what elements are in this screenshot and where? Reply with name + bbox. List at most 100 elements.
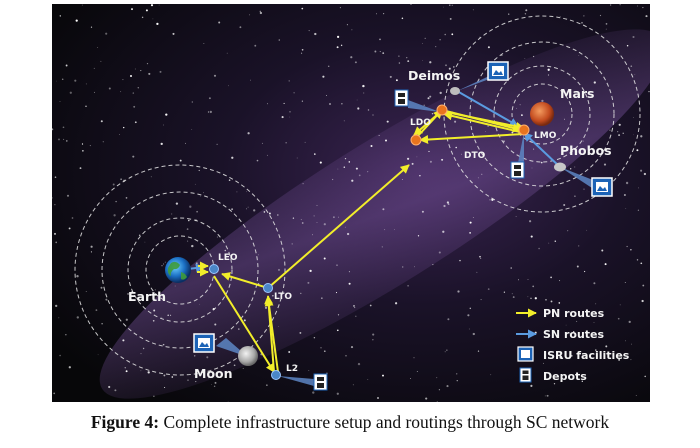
star bbox=[601, 249, 604, 252]
star bbox=[238, 328, 240, 330]
star bbox=[247, 132, 250, 135]
star bbox=[586, 229, 588, 231]
star bbox=[94, 91, 96, 93]
star bbox=[293, 92, 295, 94]
star bbox=[530, 384, 533, 387]
mars-orbits bbox=[443, 15, 641, 213]
star bbox=[510, 267, 512, 269]
star bbox=[51, 197, 53, 199]
star bbox=[246, 208, 247, 210]
star bbox=[350, 346, 354, 349]
star bbox=[214, 381, 217, 384]
star bbox=[203, 43, 205, 44]
star bbox=[336, 46, 339, 49]
star bbox=[583, 15, 585, 17]
star bbox=[53, 392, 56, 395]
star bbox=[501, 55, 503, 56]
star bbox=[376, 13, 377, 15]
star bbox=[68, 366, 71, 369]
star bbox=[161, 265, 163, 267]
star bbox=[355, 315, 357, 317]
star bbox=[69, 91, 72, 94]
star bbox=[153, 395, 155, 397]
star bbox=[266, 384, 268, 386]
legend-depots: Depots bbox=[543, 370, 587, 383]
star bbox=[543, 362, 545, 364]
star bbox=[378, 135, 380, 136]
star bbox=[422, 60, 423, 62]
star bbox=[191, 101, 193, 103]
star bbox=[289, 110, 291, 113]
star bbox=[171, 376, 174, 378]
star bbox=[626, 44, 629, 47]
star bbox=[122, 339, 125, 342]
star bbox=[115, 200, 117, 203]
star bbox=[377, 397, 379, 399]
lto-label: LTO bbox=[274, 292, 292, 302]
star bbox=[101, 323, 103, 325]
star bbox=[301, 48, 304, 51]
star bbox=[472, 217, 474, 218]
star bbox=[343, 120, 345, 122]
phobos-body bbox=[554, 162, 566, 172]
star bbox=[508, 13, 510, 15]
star bbox=[266, 103, 269, 105]
phobos-label: Phobos bbox=[560, 143, 612, 158]
node-ldo bbox=[436, 104, 448, 116]
star bbox=[445, 64, 447, 67]
star bbox=[119, 134, 120, 135]
star bbox=[231, 208, 234, 211]
star bbox=[162, 343, 165, 346]
star bbox=[54, 204, 56, 206]
star bbox=[340, 44, 343, 47]
star bbox=[193, 355, 196, 357]
star bbox=[468, 328, 470, 330]
star bbox=[630, 65, 633, 68]
star bbox=[123, 126, 125, 129]
star bbox=[367, 379, 369, 380]
star bbox=[554, 240, 557, 242]
star bbox=[431, 113, 434, 115]
star bbox=[207, 111, 209, 113]
star bbox=[527, 296, 529, 298]
star bbox=[524, 13, 527, 15]
star bbox=[531, 167, 533, 169]
star bbox=[480, 299, 482, 301]
star bbox=[544, 395, 546, 397]
star bbox=[256, 159, 259, 162]
star bbox=[550, 300, 553, 303]
caption-text: Complete infrastructure setup and routin… bbox=[163, 412, 610, 432]
star bbox=[595, 349, 597, 351]
star bbox=[503, 140, 505, 143]
star bbox=[609, 4, 612, 6]
star bbox=[320, 347, 322, 349]
star bbox=[134, 68, 136, 70]
star bbox=[208, 377, 210, 379]
star bbox=[341, 103, 343, 105]
star bbox=[152, 319, 155, 322]
star bbox=[336, 392, 339, 395]
star bbox=[54, 232, 56, 235]
deimos-label: Deimos bbox=[408, 68, 460, 83]
star bbox=[268, 212, 271, 215]
star bbox=[196, 262, 198, 264]
star bbox=[239, 26, 242, 29]
star bbox=[137, 87, 140, 89]
star bbox=[179, 159, 182, 162]
star bbox=[148, 72, 151, 75]
star bbox=[605, 345, 608, 348]
star bbox=[447, 318, 450, 321]
star bbox=[394, 302, 398, 305]
star bbox=[90, 245, 93, 248]
star bbox=[163, 124, 164, 126]
star bbox=[424, 37, 426, 40]
star bbox=[603, 163, 607, 166]
star bbox=[410, 377, 412, 379]
star bbox=[216, 143, 218, 145]
star bbox=[326, 95, 327, 96]
star bbox=[339, 7, 341, 9]
star bbox=[524, 57, 526, 59]
star bbox=[354, 307, 356, 309]
star bbox=[74, 79, 77, 82]
star bbox=[372, 339, 374, 341]
